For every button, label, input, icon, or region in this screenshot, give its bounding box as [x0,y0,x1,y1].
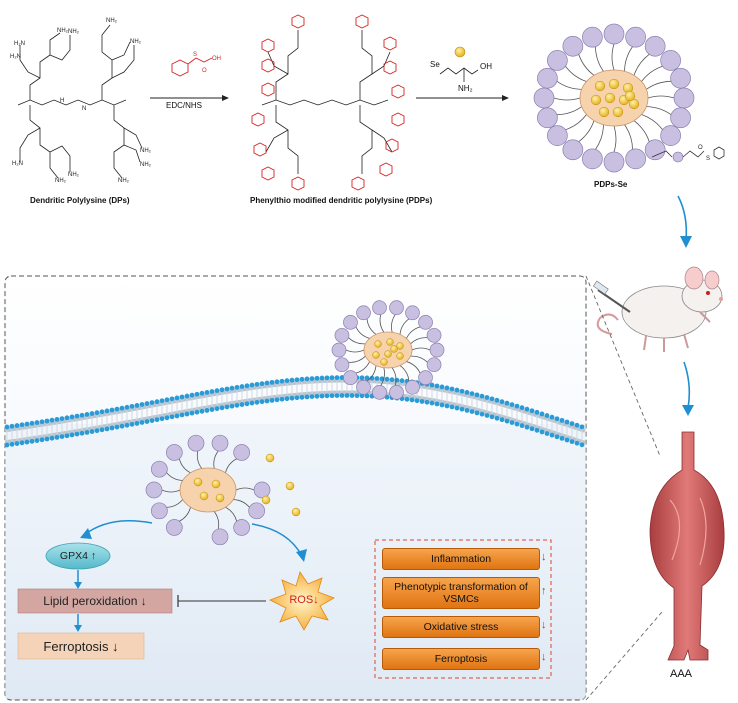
svg-text:H: H [60,98,64,104]
reagent-se-label: Se [430,60,440,69]
svg-text:NH₂: NH₂ [55,178,67,184]
reaction-arrow-2 [416,46,509,101]
gpx4-node [45,542,111,570]
effect-inflammation: Inflammation [382,548,540,570]
effect-vsmc-arrow: ↑ [541,585,547,597]
dp-label: Dendritic Polylysine (DPs) [30,196,130,205]
reagent-nh2-label: NH₂ [458,84,473,93]
effect-vsmc: Phenotypic transformation of VSMCs [382,577,540,609]
reagent-edc-nhs: EDC/NHS [166,101,203,110]
nanoparticle-extracellular [331,300,445,400]
released-se-particles [261,453,301,517]
pdp-structure [261,30,393,174]
effect-ferroptosis: Ferroptosis [382,648,540,670]
pdp-label: Phenylthio modified dendritic polylysine… [250,196,433,205]
aaa-label: AAA [670,668,693,680]
gpx4-label: GPX4 ↑ [59,550,97,562]
down-arrow-2 [682,361,694,416]
svg-text:NH₂: NH₂ [106,18,118,24]
svg-text:NH₂: NH₂ [57,28,69,34]
down-arrow-1 [677,195,692,248]
ferro-label: Ferroptosis ↓ [43,638,119,654]
svg-text:NH₂: NH₂ [68,172,80,178]
nanoparticle-top [533,23,695,173]
svg-text:O: O [202,68,207,74]
svg-text:NH₂: NH₂ [118,178,130,184]
nanoparticle-intracellular [145,434,271,546]
effects-frame [374,539,552,679]
pdp-phenyl-groups [251,14,405,191]
svg-text:S: S [706,156,710,162]
ferro-node-bg [17,632,145,660]
arrow-to-gpx4-head [80,528,92,539]
connector-top [585,275,661,457]
svg-text:NH₂: NH₂ [68,29,80,35]
svg-text:NH₂: NH₂ [140,148,152,154]
aorta-illustration [649,431,725,661]
ros-burst [269,571,335,631]
ros-label: ROS↓ [289,594,319,606]
svg-text:H₂N: H₂N [12,161,23,167]
dp-structure [17,24,143,179]
product-label: PDPs-Se [594,180,628,189]
svg-text:O: O [698,145,703,151]
svg-text:H₂N: H₂N [10,54,21,60]
effect-ferroptosis-arrow: ↓ [541,651,547,663]
svg-text:N: N [82,106,86,112]
cell-membrane [4,375,586,448]
mouse-illustration [592,266,723,352]
reaction-arrow-1: S O OH [150,52,229,101]
svg-text:NH₂: NH₂ [140,162,152,168]
lipid-node-bg [17,588,173,614]
arrow-to-ros-head [296,549,307,562]
effect-inflammation-arrow: ↓ [541,551,547,563]
lipid-label: Lipid peroxidation ↓ [43,594,147,608]
effect-oxidative-arrow: ↓ [541,619,547,631]
svg-text:NH₂: NH₂ [130,39,142,45]
svg-text:S: S [193,52,197,58]
connector-bottom [585,611,663,701]
svg-text:H₂N: H₂N [14,41,25,47]
reagent-oh-label: OH [480,62,492,71]
chain-legend: O S [651,145,725,163]
effect-oxidative-stress: Oxidative stress [382,616,540,638]
svg-text:OH: OH [212,56,221,62]
